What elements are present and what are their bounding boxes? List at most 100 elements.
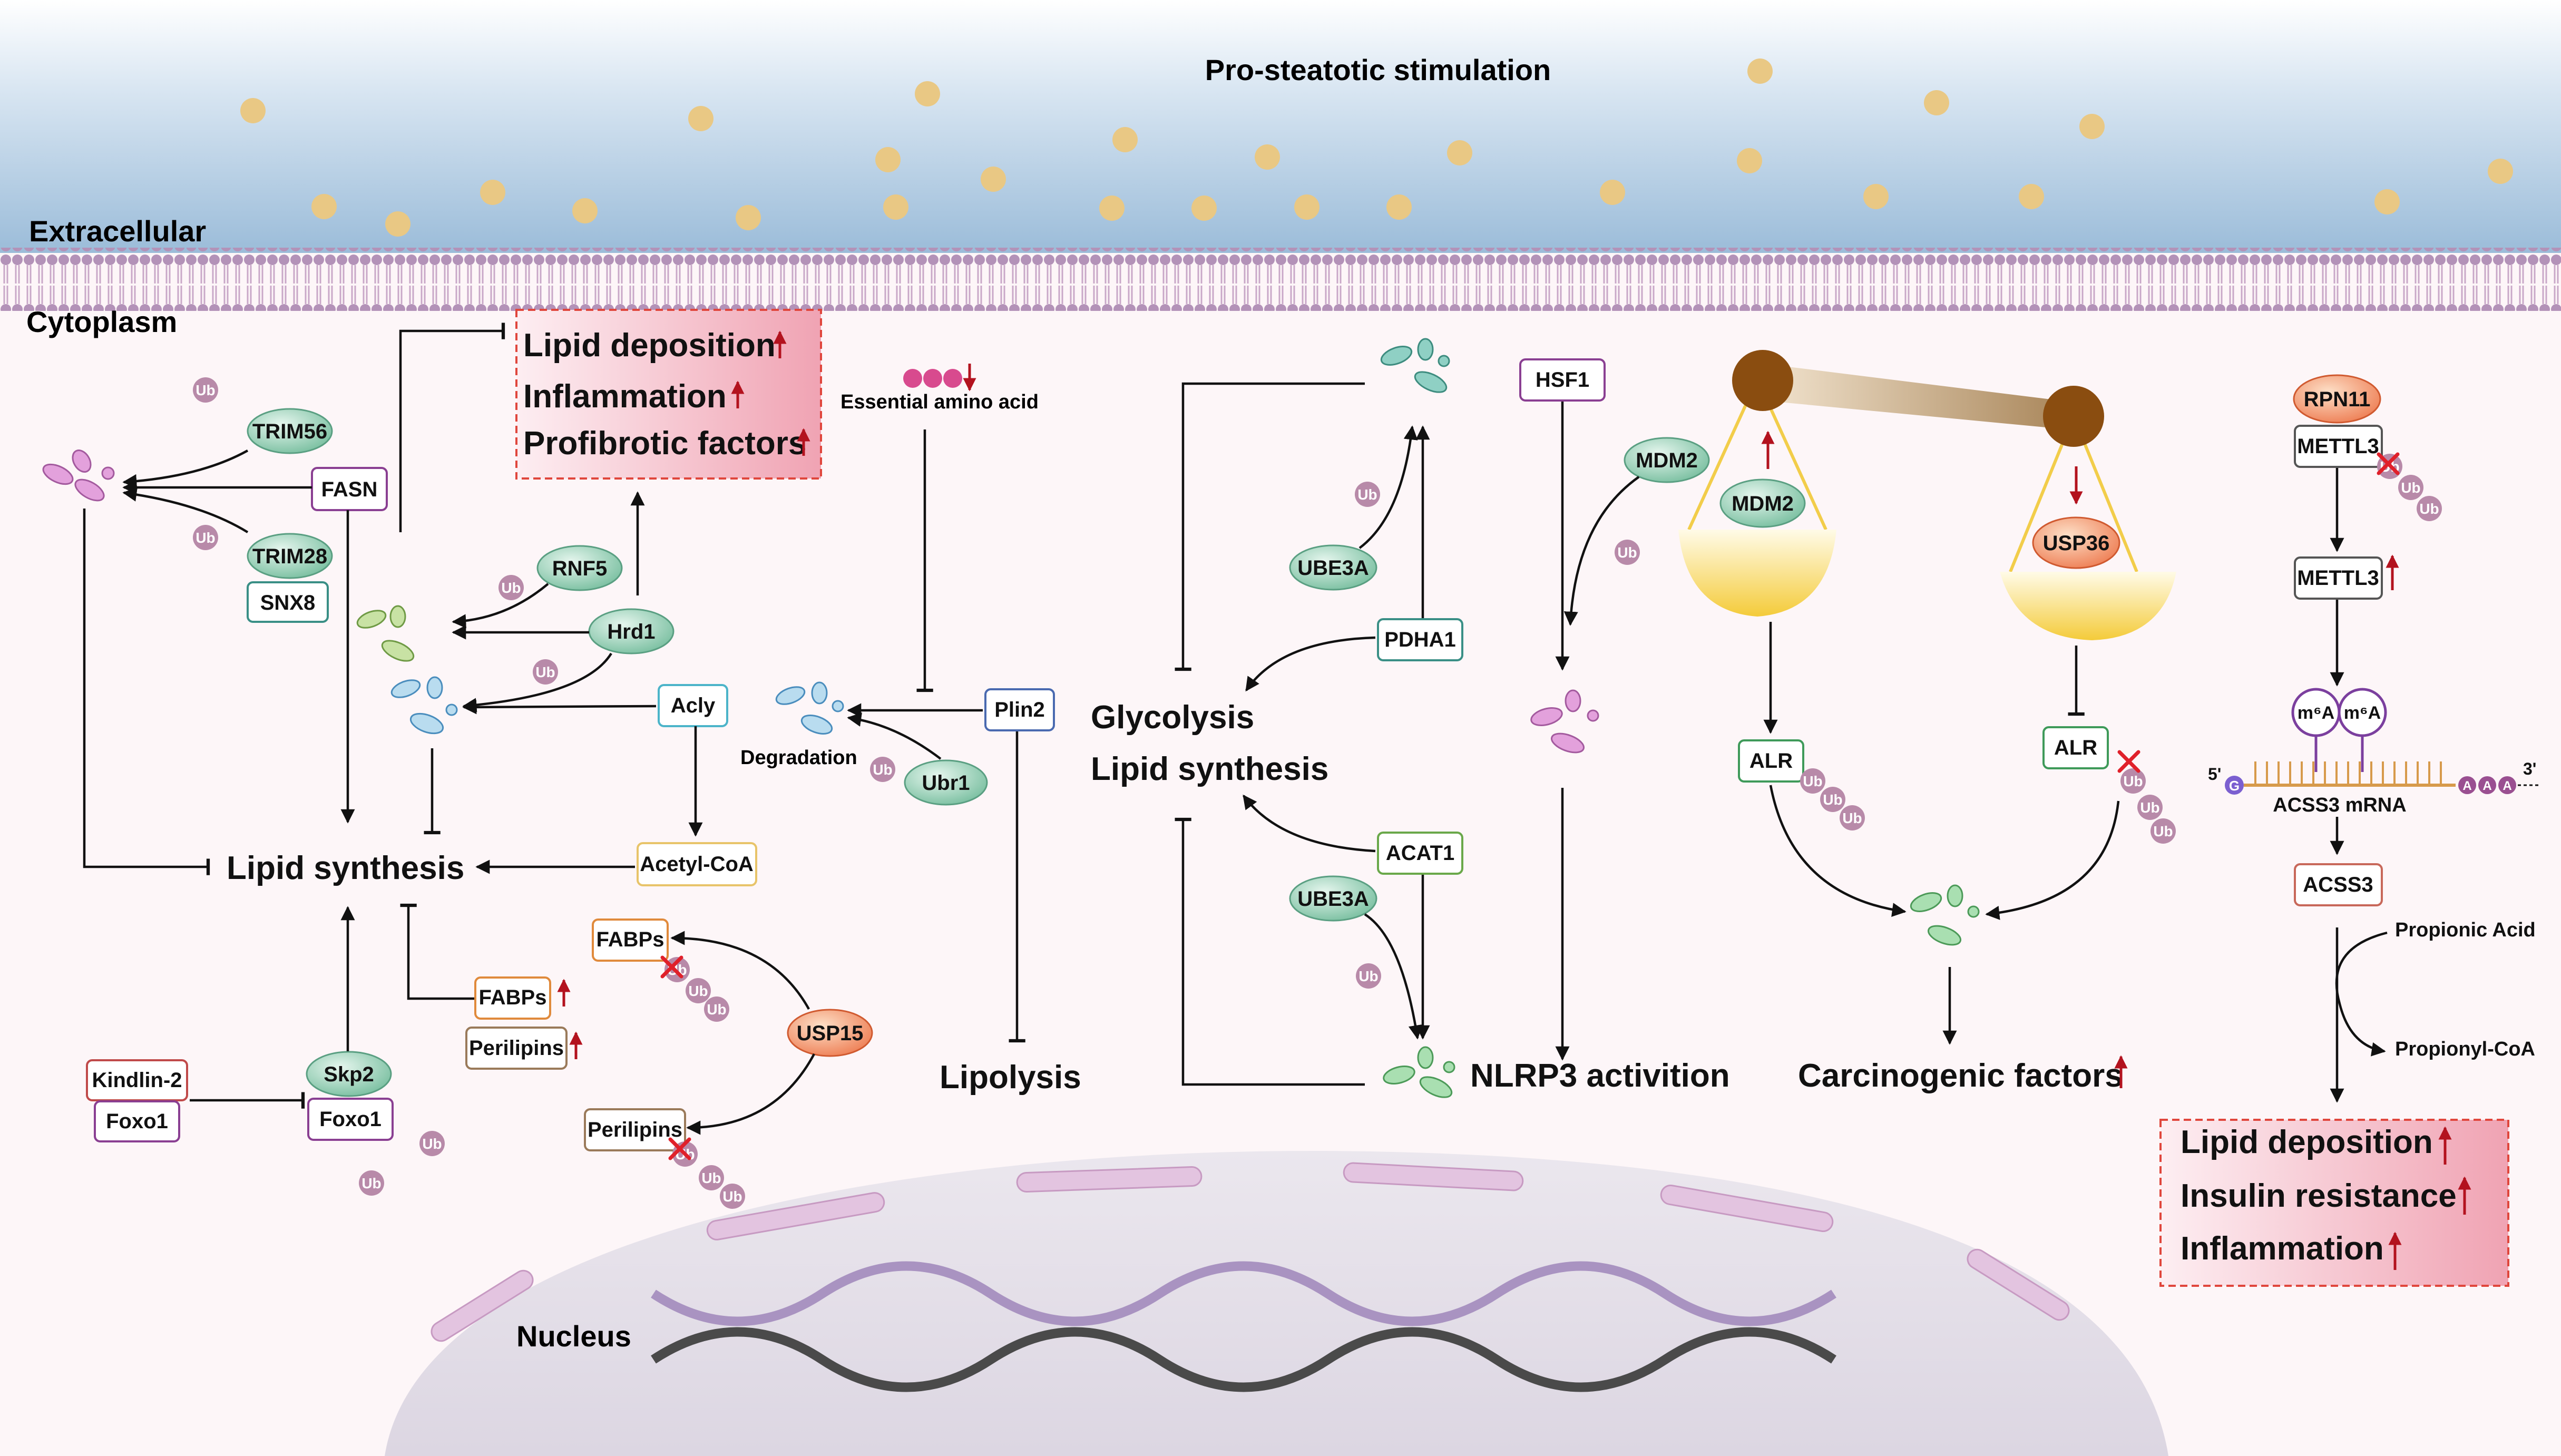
lipid-droplet [1112, 127, 1138, 152]
arrow-usp15-fabps [670, 931, 810, 1010]
outcome-1-inflammation: Inflammation [523, 378, 727, 415]
ubiquitin-tag: Ub [704, 996, 729, 1022]
skp2-protein [306, 1051, 392, 1097]
mettl3-box-1 [2294, 425, 2383, 468]
ubiquitin-tag: Ub [1820, 787, 1845, 812]
ubiquitin-tag: Ub [720, 1184, 745, 1209]
lipid-droplet [1447, 140, 1472, 165]
degraded-fragments-pink-3 [1530, 689, 1599, 754]
rnf5-protein [536, 545, 623, 591]
pdha1-label: PDHA1 [1384, 628, 1456, 651]
nucleus-label: Nucleus [516, 1320, 631, 1353]
propionyl-label: Propionyl-CoA [2395, 1038, 2535, 1060]
ubiquitin-tag: Ub [533, 659, 558, 685]
balance-pan-right [2000, 572, 2176, 640]
deubiquitination-marks [660, 452, 2400, 1160]
plin2-label: Plin2 [994, 698, 1045, 721]
usp36-enzyme [2032, 516, 2120, 569]
lipid-droplet [385, 211, 410, 237]
mdm2-protein-4 [1719, 478, 1806, 528]
usp36-label: USP36 [2043, 532, 2110, 555]
alr-box-left [1738, 739, 1804, 783]
svg-text:Ub: Ub [1358, 968, 1378, 984]
hsf1-label: HSF1 [1536, 368, 1589, 392]
lipid-droplet [915, 81, 940, 106]
outcome-1-profibrotic: Profibrotic factors [523, 425, 806, 462]
polya-label: A [2462, 779, 2471, 793]
lipid-droplet [2079, 114, 2105, 139]
lipid-droplet [1924, 90, 1949, 115]
ubiquitin-tag: Ub [1615, 540, 1640, 565]
svg-text:Ub: Ub [873, 761, 892, 778]
svg-text:Ub: Ub [422, 1136, 442, 1152]
lipid-droplet [981, 167, 1006, 192]
kindlin2-label: Kindlin-2 [92, 1069, 182, 1092]
ubiquitin-tag: Ub [870, 757, 895, 782]
degraded-protein-fragments [42, 449, 115, 502]
rpn11-label: RPN11 [2304, 388, 2371, 411]
lipid-droplet [240, 98, 266, 123]
svg-text:Ub: Ub [535, 664, 555, 680]
nucleus: Nucleus [385, 1150, 2168, 1456]
hsf1-box [1519, 358, 1606, 402]
mettl3-label-2: METTL3 [2297, 566, 2379, 590]
ubiquitin-tag: Ub [419, 1131, 445, 1156]
pdha1-box [1377, 618, 1463, 661]
three-prime-label: 3' [2523, 759, 2536, 778]
mrna-cap-icon [2225, 776, 2244, 795]
arrow-acly-degrade [462, 700, 657, 715]
degraded-fragments-green-3 [1383, 1046, 1455, 1098]
lipid-droplets [240, 58, 2513, 237]
mdm2-label-3: MDM2 [1636, 449, 1698, 472]
amino-acid-dot [923, 369, 942, 388]
ubiquitin-tag: Ub [686, 978, 711, 1003]
trim56-label: TRIM56 [252, 420, 327, 443]
arrow-trim56-degrade [122, 449, 249, 488]
acss3-label: ACSS3 [2303, 873, 2373, 896]
lipid-droplet [1255, 144, 1280, 170]
outcome-box-5 [2159, 1119, 2509, 1287]
usp15-label: USP15 [797, 1022, 864, 1045]
lipid-droplet [311, 194, 337, 219]
ubiquitin-tag: Ub [2137, 795, 2163, 820]
lipid-droplet [2488, 159, 2513, 184]
acss3-mrna: 5' G A A A 3' ACSS3 mRNA [2208, 759, 2540, 816]
nuclear-pores [431, 1162, 2070, 1342]
acss3-box [2294, 863, 2383, 906]
ubiquitin-tags: UbUbUbUbUbUbUbUbUbUbUbUbUbUbUbUbUbUbUbUb… [193, 377, 2442, 1209]
svg-text:Ub: Ub [1823, 791, 1842, 808]
ubiquitin-tag: Ub [699, 1165, 724, 1190]
svg-text:Ub: Ub [196, 530, 215, 546]
m6a-label-1: m⁶A [2298, 703, 2334, 723]
ube3a-protein-2 [1289, 875, 1377, 922]
svg-text:Ub: Ub [1617, 544, 1637, 561]
inhibit-green-lipid [1175, 817, 1365, 1086]
ubiquitin-tag: Ub [1800, 768, 1825, 794]
ubiquitin-tag: Ub [2417, 496, 2442, 521]
nlrp3-label: NLRP3 activition [1470, 1058, 1730, 1094]
panel-4: MDM2 USP36 ALR ALR Carcinogenic factors [1678, 350, 2176, 1094]
degraded-fragments-green [356, 605, 415, 662]
alr-label-right: ALR [2054, 736, 2097, 759]
snx8-label: SNX8 [260, 591, 316, 614]
rnf5-label: RNF5 [552, 557, 607, 580]
arrow-propionic [2335, 931, 2388, 1057]
arrow-trim28-degrade [122, 487, 249, 533]
ubiquitin-tag: Ub [193, 525, 218, 550]
acly-box [658, 684, 728, 727]
arrow-acat1-lipid [1243, 794, 1376, 853]
lipid-droplet [1099, 196, 1125, 221]
fabps-label-1: FABPs [479, 986, 547, 1009]
svg-text:Ub: Ub [2123, 773, 2143, 789]
acat1-label: ACAT1 [1386, 842, 1454, 865]
ubiquitin-tag: Ub [1356, 963, 1381, 989]
ubiquitin-tag: Ub [1840, 805, 1865, 830]
propionic-label: Propionic Acid [2395, 919, 2536, 941]
svg-text:Ub: Ub [722, 1188, 742, 1205]
svg-text:Ub: Ub [361, 1175, 381, 1191]
amino-acid-dot [903, 369, 922, 388]
dna-helix [651, 1261, 1836, 1392]
ube3a-label-1: UBE3A [1297, 556, 1369, 580]
mettl3-label-1: METTL3 [2297, 435, 2379, 458]
lipid-droplet [1386, 194, 1412, 220]
